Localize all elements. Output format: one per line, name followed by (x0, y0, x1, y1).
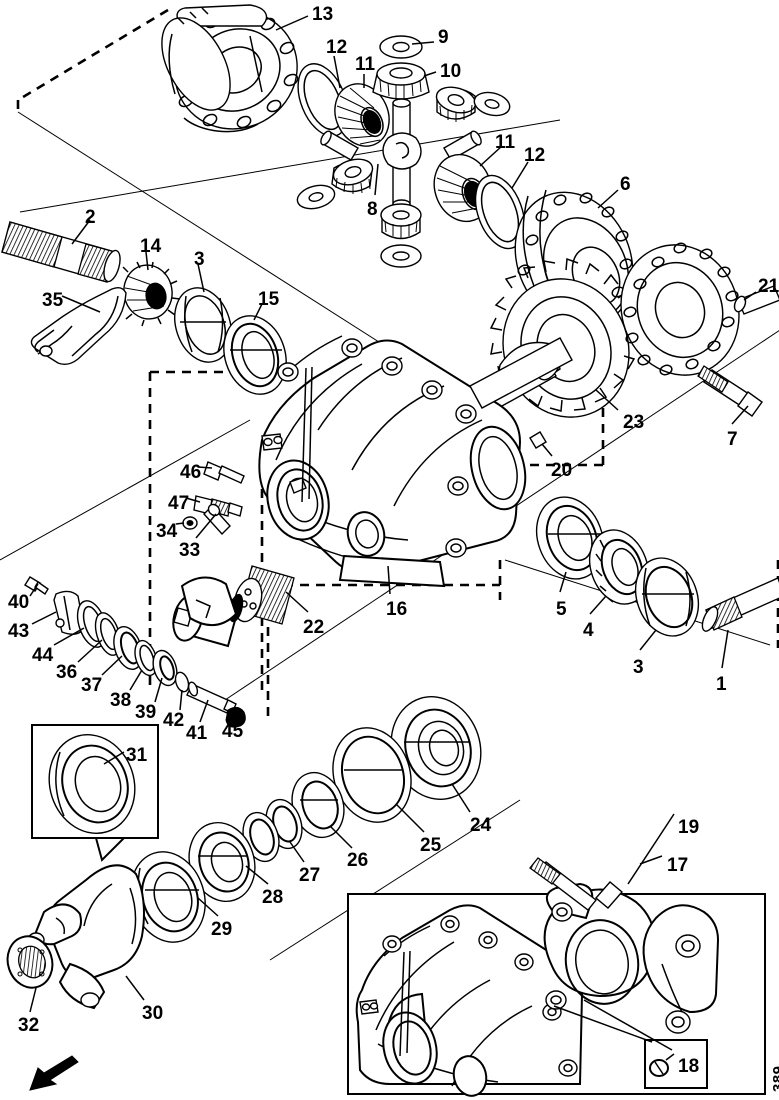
part-4-taper-bearing (588, 529, 650, 605)
part-7-ring-gear-bolt (697, 365, 763, 417)
callout-21: 21 (758, 276, 779, 297)
callout-15: 15 (258, 289, 280, 310)
callout-36: 36 (56, 662, 78, 683)
callout-1: 1 (716, 674, 727, 695)
callout-28: 28 (262, 887, 284, 908)
callout-29: 29 (211, 919, 233, 940)
callout-8: 8 (367, 199, 378, 220)
callout-17: 17 (667, 855, 689, 876)
callout-44: 44 (32, 645, 54, 666)
callout-20: 20 (551, 460, 573, 481)
callout-2: 2 (85, 207, 96, 228)
part-11-side-gear-left (334, 83, 390, 147)
callout-45: 45 (222, 721, 244, 742)
callout-16: 16 (386, 599, 408, 620)
part-5-oil-seal-outer (535, 496, 605, 580)
part-3-bearing-race-right (634, 557, 700, 637)
part-8-spider-cross-shaft (320, 98, 482, 209)
direction-arrow-icon (29, 1055, 79, 1091)
part-19-cover-bolt (529, 857, 623, 911)
part-9-thrust-washer (379, 35, 423, 59)
assembly-group-boundary-lower (266, 560, 779, 716)
callout-43: 43 (8, 621, 30, 642)
callout-38: 38 (110, 690, 132, 711)
callout-12a: 12 (326, 37, 348, 58)
callout-7: 7 (727, 429, 738, 450)
callout-41: 41 (186, 723, 208, 744)
part-pinion-gear-left-lower (296, 158, 374, 210)
part-10-pinion-gear (372, 62, 430, 100)
callout-47: 47 (168, 493, 190, 514)
callout-37: 37 (81, 675, 103, 696)
part-41-selector-rod (186, 681, 237, 714)
part-26-spacer-ring-lower (291, 771, 345, 839)
callout-leader-lines (29, 15, 757, 1061)
part-pinion-gear-right-upper (435, 86, 511, 122)
callout-33: 33 (179, 540, 201, 561)
callout-4: 4 (583, 620, 594, 641)
drawing-number: 389 527 (770, 1065, 779, 1092)
part-15-oil-seal (223, 315, 287, 395)
part-35-shift-fork (30, 286, 127, 366)
callout-42: 42 (163, 710, 185, 731)
callout-25: 25 (420, 835, 442, 856)
part-3-bearing-race-left (174, 287, 232, 363)
part-output-shaft-right (469, 337, 573, 409)
part-pinion-gear-bottom (380, 203, 422, 268)
callout-34: 34 (156, 521, 178, 542)
callout-31: 31 (126, 745, 148, 766)
callout-39: 39 (135, 702, 157, 723)
callout-5: 5 (556, 599, 567, 620)
part-2-drive-shaft (1, 221, 121, 283)
callout-9: 9 (438, 27, 449, 48)
callout-6: 6 (620, 174, 631, 195)
part-selector-housing (180, 576, 238, 626)
part-42-o-ring (174, 671, 190, 693)
part-34-washer (182, 516, 198, 530)
part-24-ball-bearing (390, 696, 482, 800)
part-39-seal-ring (152, 649, 178, 687)
part-32-flange-nut (6, 935, 54, 989)
part-14-pinion-spline-gear (122, 261, 181, 327)
callout-26: 26 (347, 850, 369, 871)
callout-18: 18 (678, 1056, 700, 1077)
part-21-dowel-pin (733, 285, 779, 315)
callout-12b: 12 (524, 145, 546, 166)
callout-22: 22 (303, 617, 325, 638)
part-13-differential-case-flange (161, 4, 299, 133)
part-22-filter-element (233, 565, 295, 625)
inset-box-17-18 (347, 857, 766, 1097)
callout-40: 40 (8, 592, 30, 613)
part-1-output-stub-shaft (701, 577, 779, 632)
callout-14: 14 (140, 236, 162, 257)
part-ring-gear-hole-plate (620, 242, 740, 376)
part-46-breather-screw (203, 461, 245, 484)
part-33-dowel-sleeve (203, 503, 231, 536)
callout-19: 19 (678, 817, 700, 838)
assembly-group-boundary-upper (16, 8, 169, 112)
callout-13: 13 (312, 4, 334, 25)
callout-46: 46 (180, 462, 202, 483)
callout-3b: 3 (633, 657, 644, 678)
callout-10: 10 (440, 61, 462, 82)
callout-11b: 11 (495, 132, 516, 153)
callout-3a: 3 (194, 249, 205, 270)
callout-32: 32 (18, 1015, 40, 1036)
inset-housing-bolt-bosses (382, 915, 578, 1077)
callout-30: 30 (142, 1003, 164, 1024)
inset-box-31 (31, 724, 159, 862)
part-12-thrust-washer-ring-right (474, 174, 526, 250)
callout-24: 24 (470, 815, 492, 836)
callout-35: 35 (42, 290, 64, 311)
part-29-oil-seal-flange (130, 851, 206, 943)
callout-11a: 11 (355, 54, 376, 75)
part-25-shim-ring (332, 727, 412, 823)
part-16-differential-housing (258, 335, 527, 588)
callout-23: 23 (623, 412, 645, 433)
part-30-drive-flange-yoke (27, 864, 145, 1010)
callout-27: 27 (299, 865, 321, 886)
